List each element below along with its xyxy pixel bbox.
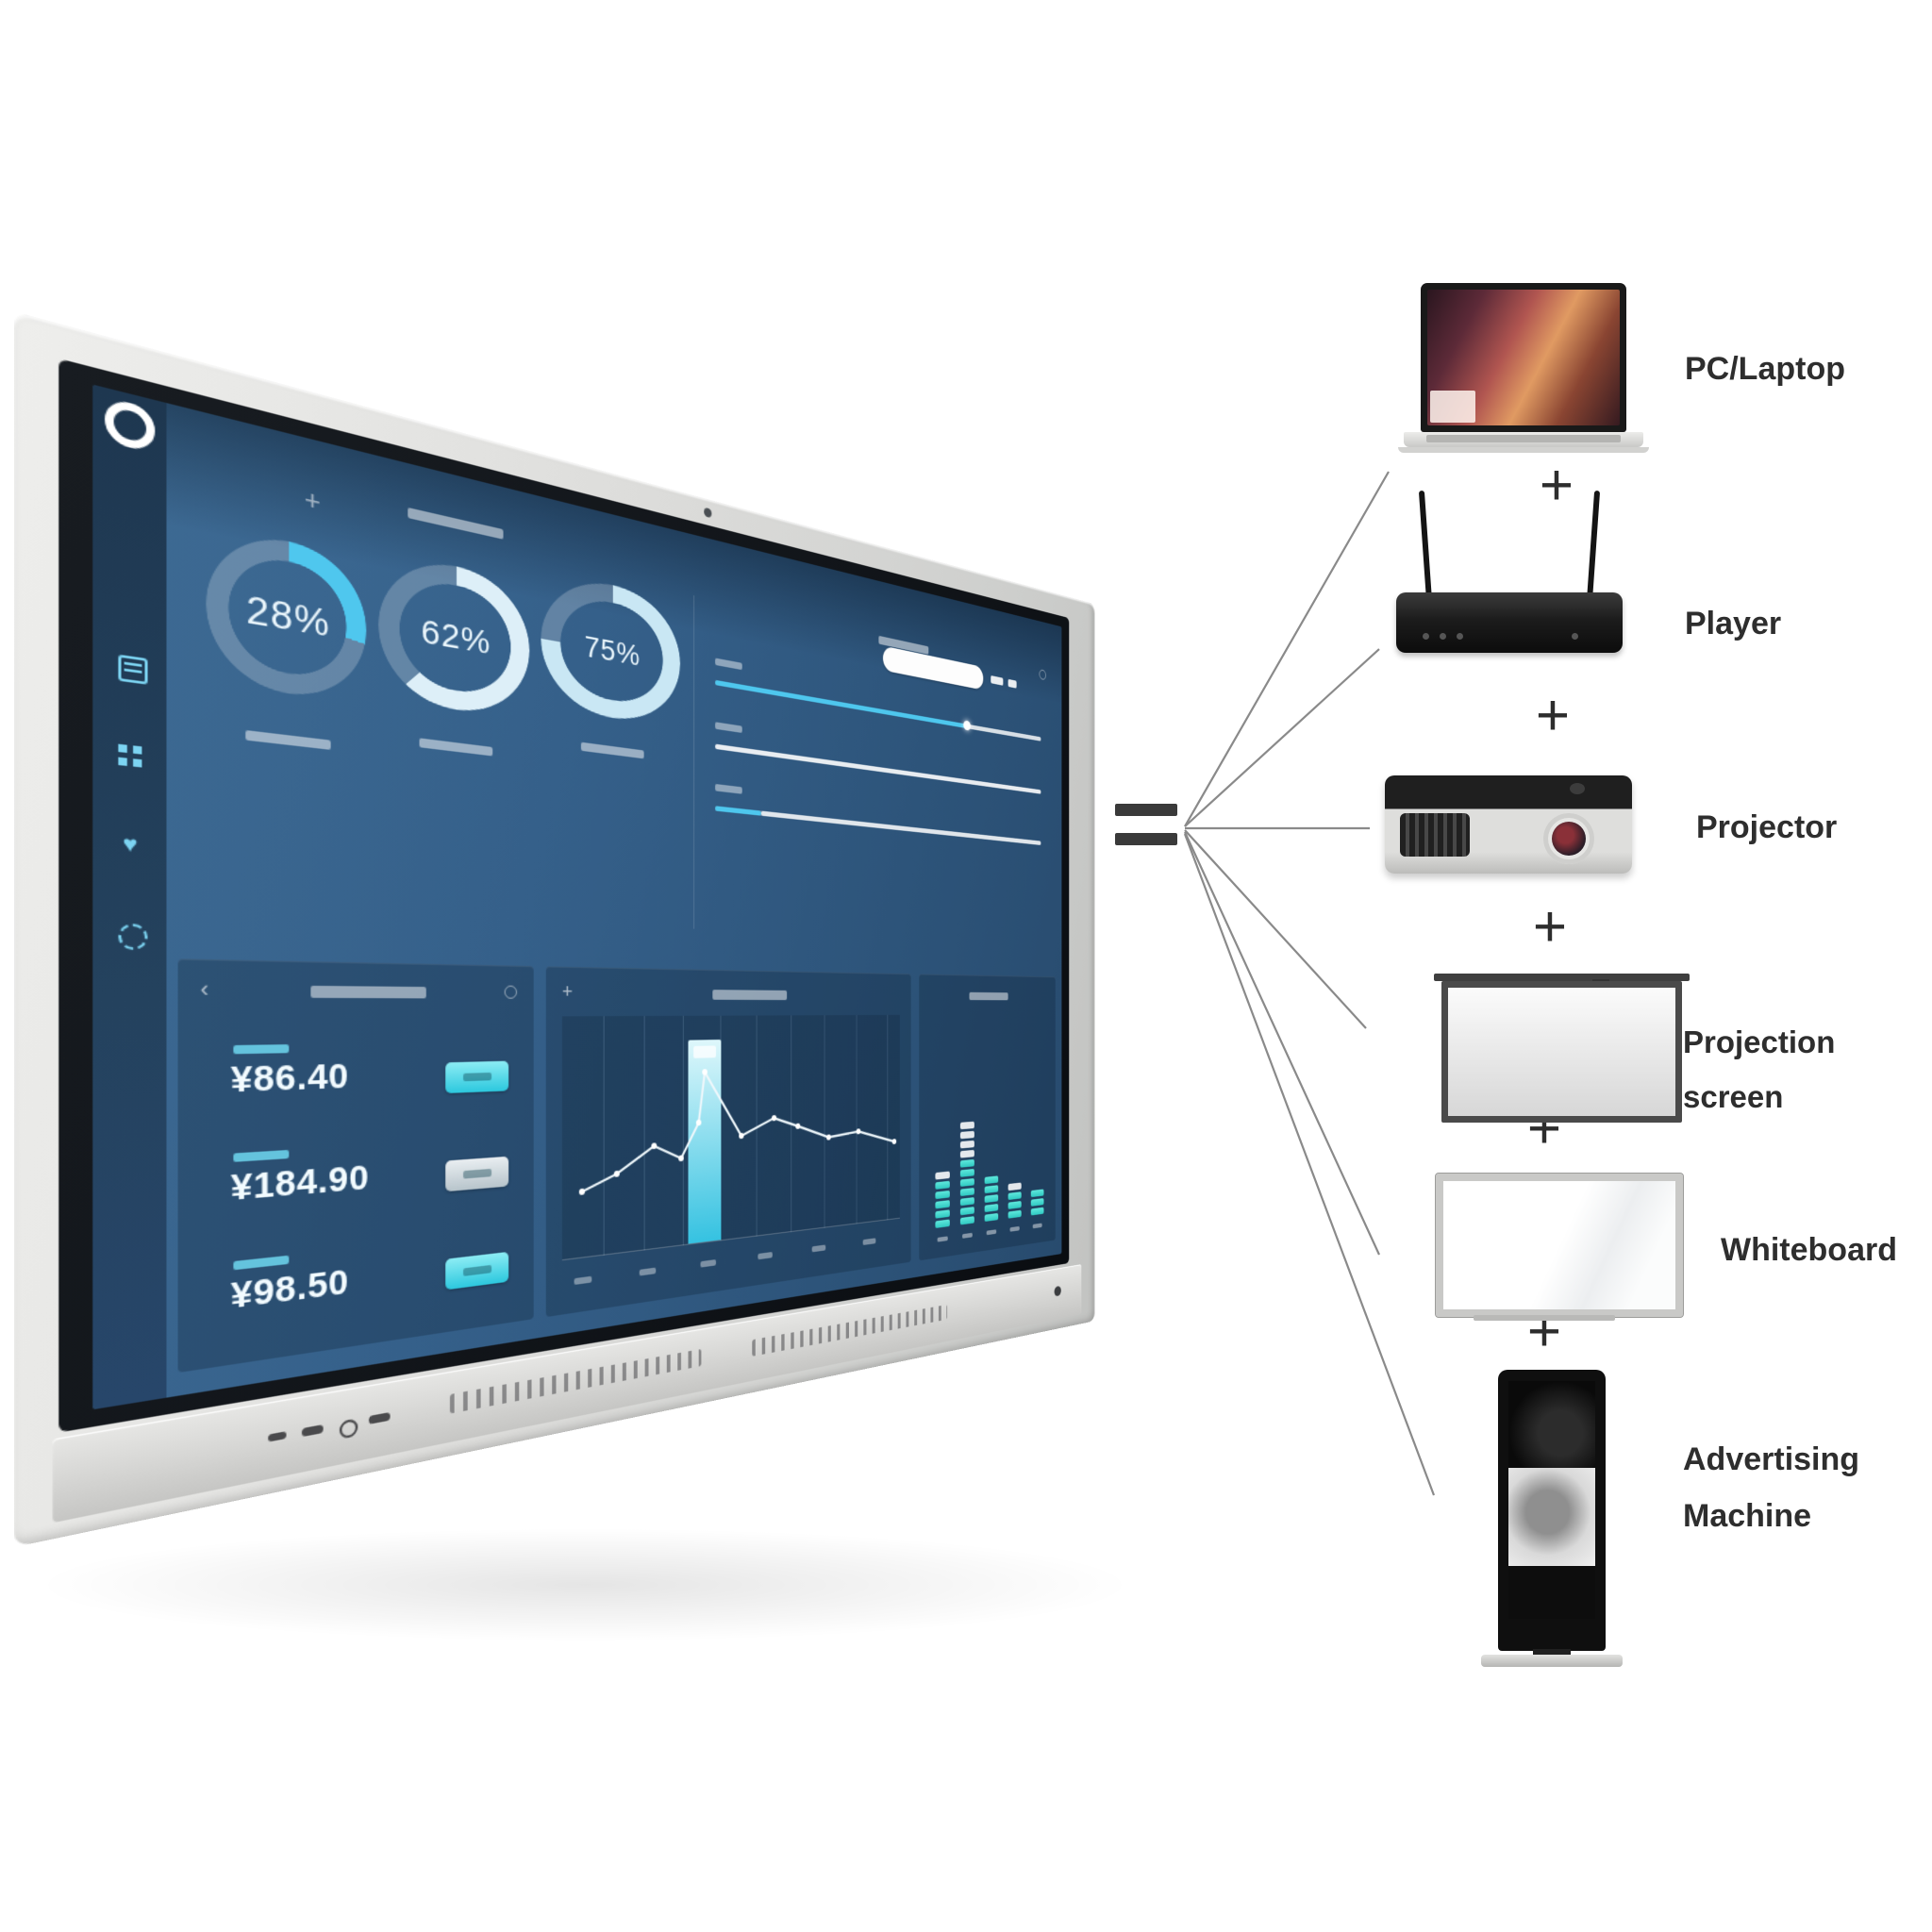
device-projector xyxy=(1385,775,1632,874)
screen-top-bar xyxy=(1434,974,1690,981)
kiosk-neck xyxy=(1533,1649,1571,1656)
label-whiteboard: Whiteboard xyxy=(1721,1232,1897,1268)
device-advertising-machine xyxy=(1481,1370,1623,1667)
projector-vent xyxy=(1400,813,1470,857)
device-laptop xyxy=(1398,283,1649,458)
plus-sign: + xyxy=(1539,452,1574,518)
projector-body xyxy=(1385,775,1632,874)
laptop-base xyxy=(1398,447,1649,453)
kiosk-base xyxy=(1481,1655,1623,1667)
device-whiteboard xyxy=(1435,1173,1684,1323)
monitor-floor-shadow xyxy=(38,1528,1132,1641)
kiosk-body xyxy=(1498,1370,1606,1651)
laptop-keyboard xyxy=(1404,432,1643,447)
player-body xyxy=(1396,592,1623,653)
screen-surface xyxy=(1441,981,1682,1123)
equals-sign xyxy=(1115,804,1177,862)
plus-sign: + xyxy=(1532,893,1568,959)
label-player: Player xyxy=(1685,606,1782,641)
label-projection-screen: Projection screen xyxy=(1683,1024,1836,1114)
projector-lens xyxy=(1543,813,1594,864)
label-projector: Projector xyxy=(1696,809,1838,845)
whiteboard-tray xyxy=(1474,1315,1615,1321)
whiteboard-surface xyxy=(1435,1173,1684,1318)
device-projection-screen xyxy=(1434,974,1690,1123)
label-pc-laptop: PC/Laptop xyxy=(1685,351,1845,387)
laptop-screen-image xyxy=(1427,290,1620,425)
label-advertising-machine: Advertising Machine xyxy=(1683,1441,1860,1534)
projector-knob xyxy=(1570,783,1585,794)
plus-sign: + xyxy=(1535,682,1571,748)
device-player xyxy=(1396,490,1623,658)
kiosk-screen xyxy=(1508,1381,1595,1619)
